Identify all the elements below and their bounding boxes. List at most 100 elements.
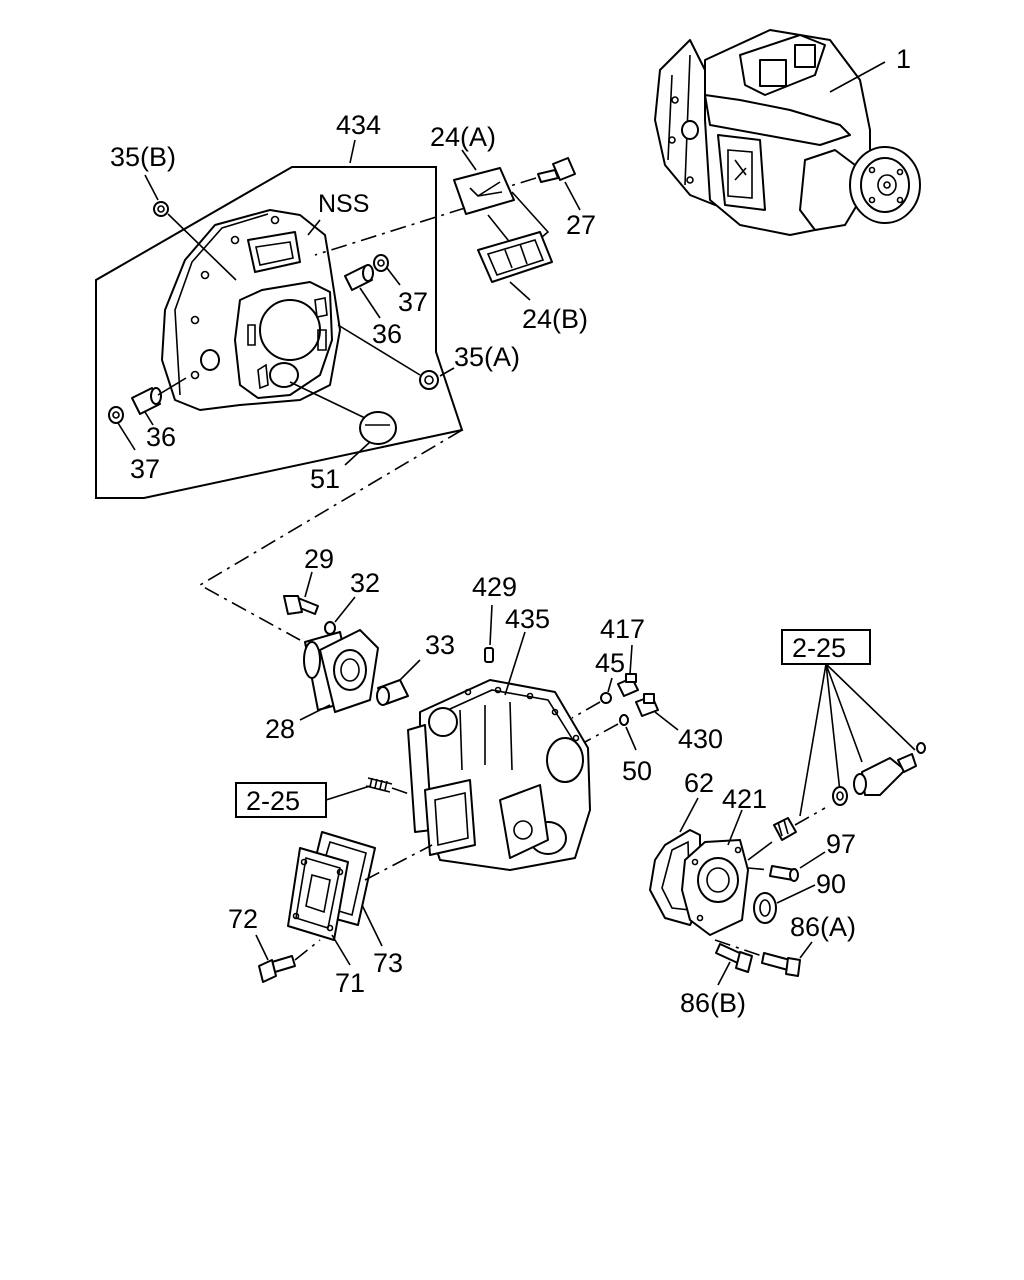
plug-430-drawing [635,693,659,717]
label-part-429: 429 [472,572,517,602]
leader-51 [344,441,371,466]
leader-27 [564,181,581,211]
label-part-72: 72 [228,904,258,934]
label-part-37-upper: 37 [398,287,428,317]
reference-box-2-25-right[interactable] [781,629,871,665]
label-part-421: 421 [722,784,767,814]
label-part-32: 32 [350,568,380,598]
nut-37-upper-drawing [373,254,389,272]
leader-36-upper [359,287,381,319]
label-part-86a: 86(A) [790,912,856,942]
leader-430 [654,711,679,731]
label-part-417: 417 [600,614,645,644]
stud-drawing [365,777,393,793]
label-part-1: 1 [896,44,911,74]
leader-429 [489,604,493,646]
dash-50 [584,723,619,743]
cover-71-drawing [287,847,349,941]
leader-36-lower [144,411,154,426]
leader-50 [625,726,637,751]
seal-33-drawing [376,679,409,706]
label-part-97: 97 [826,829,856,859]
leaders-ref-right [799,663,916,817]
label-part-24b: 24(B) [522,304,588,334]
leader-32 [334,596,356,623]
sensor-washer-drawing [832,786,848,806]
label-part-62: 62 [684,768,714,798]
label-part-36-lower: 36 [146,422,176,452]
label-nss: NSS [318,190,369,218]
dash-45 [571,701,601,719]
leader-417 [629,644,633,675]
leader-73 [361,904,383,947]
leader-45 [607,677,613,693]
leader-421 [727,809,743,846]
driven-gear-drawing [773,817,797,841]
leader-72 [255,934,269,961]
leader-24b [509,281,531,301]
reference-box-2-25-left[interactable] [235,782,327,818]
label-part-36-upper: 36 [372,319,402,349]
label-part-51: 51 [310,464,340,494]
transmission-case-drawing [407,679,591,871]
nut-35b-drawing [153,201,169,217]
bolt-27-drawing [537,157,576,183]
label-part-33: 33 [425,630,455,660]
sensor-drawing [853,753,917,796]
leader-nss [307,219,321,236]
reference-label-2-25-left: 2-25 [246,786,300,816]
leader-71 [331,934,351,966]
label-part-71: 71 [335,968,365,998]
leader-35a [439,367,455,377]
label-part-24a: 24(A) [430,122,496,152]
dash-stud [391,787,413,796]
dash-434-to-28 [198,429,463,641]
plate-24a-drawing [453,167,515,215]
group-434-frame [95,166,464,499]
label-part-430: 430 [678,724,723,754]
plug-417-drawing [617,673,639,697]
label-part-29: 29 [304,544,334,574]
label-part-50: 50 [622,756,652,786]
dowel-36-lower-drawing [131,387,162,415]
cap-51-drawing [359,411,397,445]
label-part-35b: 35(B) [110,142,176,172]
bolt-29-drawing [283,595,319,615]
small-screw-drawing [916,742,926,754]
leader-35b [144,174,159,201]
dash-97 [747,867,771,871]
nut-37-lower-drawing [108,406,124,424]
leader-37-upper [386,267,401,286]
dash-27 [509,177,537,187]
clutch-housing-drawing [161,209,341,411]
leader-435 [504,631,526,696]
leader-434 [349,139,356,164]
label-part-35a: 35(A) [454,342,520,372]
nut-35a-drawing [419,370,439,390]
leader-1 [829,61,886,93]
washer-32-drawing [324,621,336,635]
leader-97 [799,851,826,869]
retainer-28-drawing [303,629,379,713]
leader-ref-left [325,785,371,801]
dash-cover-to-case [364,844,433,881]
pin-429-drawing [484,647,494,663]
washer-45-drawing [600,692,612,704]
gasket-24b-drawing [477,231,553,283]
washer-50-drawing [619,714,629,726]
label-part-45: 45 [595,648,625,678]
housing-421-drawing [681,839,749,936]
leader-51-to-housing [289,381,366,419]
leader-421-gear [747,841,773,861]
leader-35a-to-housing [337,324,421,376]
leader-36-lower-to-housing [157,377,187,396]
leader-33 [399,659,421,681]
leader-86b [717,961,731,986]
dash-72 [294,939,321,961]
leader-90 [776,884,816,904]
dowel-36-upper-drawing [344,264,374,291]
transmission-assembly-drawing [654,29,921,236]
bolt-72-drawing [258,955,296,983]
leader-62 [679,797,699,833]
